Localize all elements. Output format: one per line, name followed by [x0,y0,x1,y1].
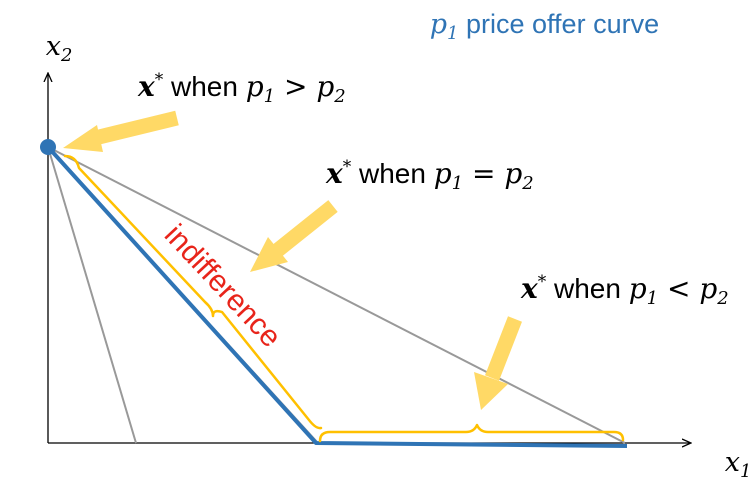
price-offer-curve [46,145,628,448]
indifference-brace [63,154,323,430]
arrow-p1-greater [63,110,179,152]
y-axis-label: x2 [12,31,93,67]
label-p1-less-p2: x* when p1 < p2 [486,272,750,311]
corner-solution-point [40,139,56,155]
label-p1-greater-p2: x* when p1 > p2 [103,70,367,109]
x-axis-label: x1 [691,447,751,483]
label-p1-equal-p2: x* when p1 = p2 [291,157,555,196]
chart-title: p1 price offer curve [396,9,679,44]
arrow-p1-equal [250,200,338,272]
budget-line-steep [47,146,137,444]
horizontal-brace [318,423,625,443]
arrow-p1-less [474,316,522,410]
budget-line-flat [47,146,626,444]
